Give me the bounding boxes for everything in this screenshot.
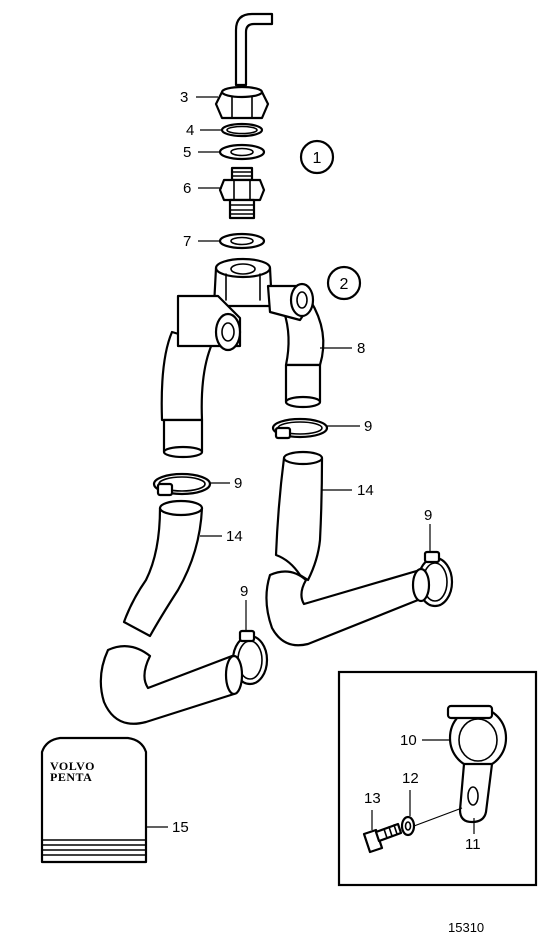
callout-9d: 9 [240, 583, 248, 632]
callout-9b: 9 [210, 475, 242, 492]
detail-box: 10 11 12 13 [337, 670, 538, 887]
callout-9c: 9 [424, 507, 432, 552]
callout-13-text: 13 [364, 790, 381, 807]
callout-9c-text: 9 [424, 507, 432, 524]
callout-14a: 14 [322, 482, 374, 499]
callout-6-text: 6 [183, 180, 191, 197]
callout-10: 10 [400, 732, 450, 749]
callout-7: 7 [183, 233, 220, 250]
callout-circle-2-text: 2 [340, 276, 349, 293]
callout-15-text: 15 [172, 819, 189, 836]
callout-14a-text: 14 [357, 482, 374, 499]
part-9-clamp-left-top [152, 472, 212, 497]
callout-11-text: 11 [465, 836, 481, 853]
callout-8-text: 8 [357, 340, 365, 357]
figure-reference: 15310 [448, 920, 484, 935]
callout-9d-text: 9 [240, 583, 248, 600]
callout-5: 5 [183, 144, 220, 161]
callout-4-text: 4 [186, 122, 194, 139]
callout-12: 12 [402, 770, 419, 816]
callout-3-text: 3 [180, 89, 188, 106]
part-6-nipple [218, 166, 266, 220]
part-4-o-ring [220, 122, 264, 138]
part-10-bracket-clamp [446, 704, 508, 770]
part-15-manual: VOLVO PENTA [40, 736, 148, 864]
callout-7-text: 7 [183, 233, 191, 250]
callout-circle-2: 2 [326, 265, 362, 301]
callout-9b-text: 9 [234, 475, 242, 492]
callout-14b: 14 [200, 528, 243, 545]
callout-14b-text: 14 [226, 528, 243, 545]
callout-13: 13 [364, 790, 381, 830]
part-9-clamp-right-top [271, 417, 329, 440]
callout-6: 6 [183, 180, 222, 197]
callout-11: 11 [465, 818, 481, 853]
part-5-washer [218, 143, 266, 161]
callout-5-text: 5 [183, 144, 191, 161]
manual-brand-line1: VOLVO [50, 759, 95, 773]
manual-brand-line2: PENTA [50, 770, 92, 784]
callout-12-text: 12 [402, 770, 419, 787]
callout-9a-text: 9 [364, 418, 372, 435]
part-3-pipe-nut [214, 12, 274, 120]
part-8-y-manifold [160, 257, 325, 459]
callout-10-text: 10 [400, 732, 417, 749]
callout-3: 3 [180, 89, 218, 106]
callout-9a: 9 [327, 418, 372, 435]
callout-8: 8 [320, 340, 365, 357]
callout-4: 4 [186, 122, 222, 139]
callout-circle-1-text: 1 [313, 150, 322, 167]
part-14-hose-left [99, 499, 244, 725]
part-13-bolt [362, 822, 403, 854]
part-14-hose-right [265, 450, 431, 647]
callout-circle-1: 1 [299, 139, 335, 175]
callout-15: 15 [146, 819, 189, 836]
part-11-bracket-tab [458, 762, 494, 824]
part-7-washer [218, 232, 266, 250]
part-12-washer [400, 815, 416, 837]
